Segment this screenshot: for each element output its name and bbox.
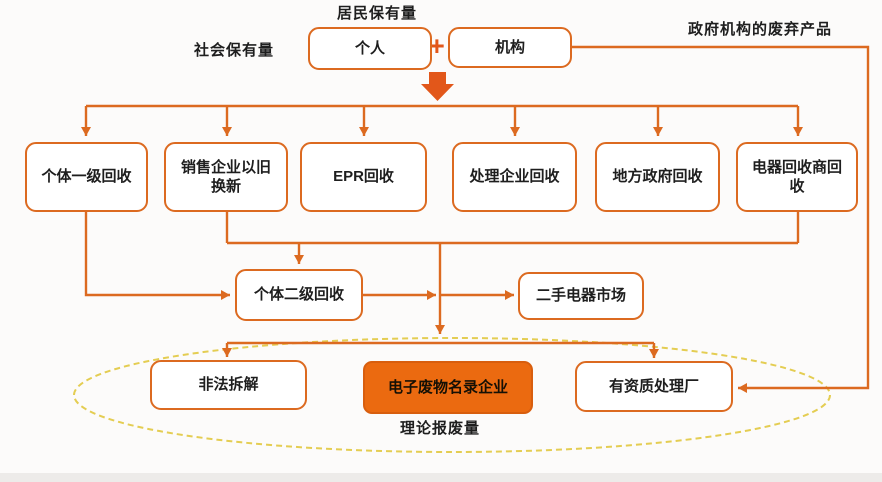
theoretical-scrap-label: 理论报废量 [399, 420, 480, 437]
node-institution: 机构 [448, 27, 572, 68]
node-individual: 个人 [308, 27, 432, 70]
node-local-gov-recycling: 地方政府回收 [595, 142, 720, 212]
social-holdings-label: 社会保有量 [193, 42, 274, 59]
node-epr-recycling: EPR回收 [300, 142, 427, 212]
node-qualified-plant: 有资质处理厂 [575, 361, 733, 412]
combined-flow-arrow-icon [421, 72, 454, 101]
plus-sign: + [429, 31, 445, 61]
node-illegal-dismantling: 非法拆解 [150, 360, 307, 410]
node-tier2-recycling: 个体二级回收 [235, 269, 363, 321]
connector-tier1-to-tier2 [84, 212, 230, 300]
resident-holdings-label: 居民保有量 [336, 5, 417, 22]
node-processor-recycling: 处理企业回收 [452, 142, 577, 212]
node-retailer-recycling: 电器回收商回收 [736, 142, 858, 212]
node-catalog-enterprise: 电子废物名录企业 [363, 361, 533, 414]
theoretical-scrap-ellipse [73, 337, 831, 453]
node-secondhand-market: 二手电器市场 [518, 272, 644, 320]
bottom-edge-strip [0, 473, 882, 482]
node-tier1-recycling: 个体一级回收 [25, 142, 148, 212]
connector-institution-to-qualified [572, 45, 870, 393]
government-waste-label: 政府机构的废弃产品 [687, 21, 832, 38]
node-trade-in-recycling: 销售企业以旧换新 [164, 142, 288, 212]
